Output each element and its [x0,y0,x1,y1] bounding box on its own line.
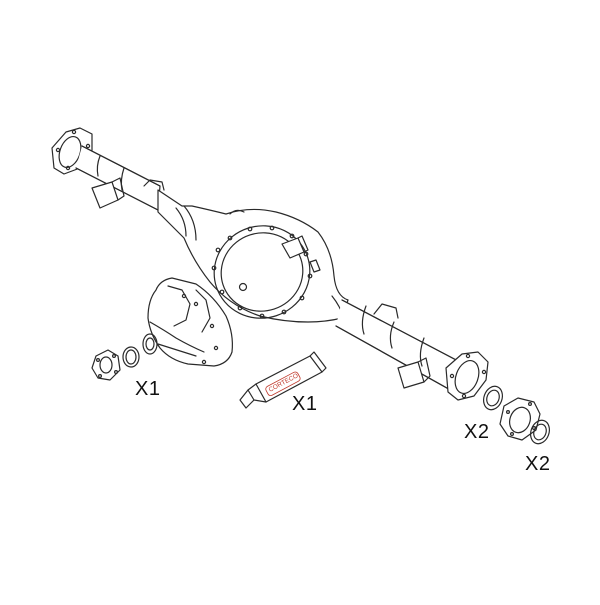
pinion-seal [122,346,140,368]
flange-quantity-label: X2 [525,453,551,475]
sealant-quantity-label: X1 [292,393,318,415]
right-axle-tube [335,299,461,393]
left-axle-tube [75,145,165,211]
companion-flange [91,349,121,381]
sealant-tube: CORTECO [239,351,327,409]
bearing-flange [499,397,551,445]
differential-quantity-label: X1 [135,378,161,400]
drain-plug [238,282,248,292]
shaft-seal [482,385,504,411]
right-axle-flange [445,351,489,401]
seal-quantity-label: X2 [464,421,490,443]
brand-badge [265,371,301,396]
axle-housing [51,127,489,401]
differential-housing [157,189,349,323]
differential-carrier [142,277,233,367]
cover-bolts [211,225,313,319]
